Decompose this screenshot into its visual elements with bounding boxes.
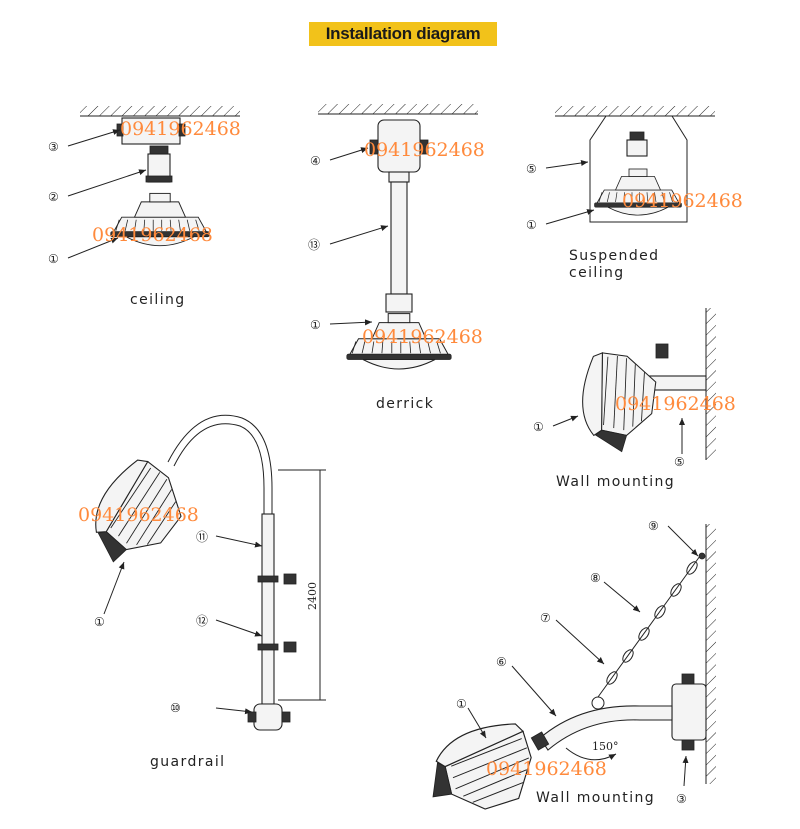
callout-5: ⑤ bbox=[674, 455, 685, 469]
callout-4: ④ bbox=[310, 154, 321, 168]
watermark: 0941962468 bbox=[615, 393, 736, 415]
callout-9: ⑨ bbox=[648, 519, 659, 533]
callout-1: ① bbox=[310, 318, 321, 332]
caption-wall-mounting-upper: Wall mounting bbox=[556, 474, 675, 490]
leader-lines bbox=[67, 129, 699, 787]
caption-ceiling: ceiling bbox=[130, 292, 186, 308]
guardrail-installation: 2400 bbox=[82, 414, 326, 731]
angle-dimension: 150° bbox=[592, 740, 619, 753]
callout-12: ⑫ bbox=[196, 614, 208, 628]
derrick-installation bbox=[318, 104, 478, 370]
watermark: 0941962468 bbox=[78, 504, 199, 526]
caption-derrick: derrick bbox=[376, 396, 434, 412]
captions: ceiling derrick Suspended ceiling Wall m… bbox=[130, 248, 675, 806]
height-dimension: 2400 bbox=[306, 582, 319, 610]
watermarks: 0941962468 0941962468 0941962468 0941962… bbox=[78, 118, 743, 780]
wall-mounting-upper bbox=[573, 308, 716, 460]
wall-mounting-lower: 150° bbox=[412, 524, 716, 829]
caption-suspended-line1: Suspended bbox=[569, 248, 659, 264]
caption-guardrail: guardrail bbox=[150, 754, 225, 770]
callout-1: ① bbox=[533, 420, 544, 434]
watermark: 0941962468 bbox=[120, 118, 241, 140]
watermark: 0941962468 bbox=[622, 190, 743, 212]
suspended-ceiling-installation bbox=[555, 106, 715, 223]
page-title: Installation diagram bbox=[309, 22, 497, 46]
callout-3: ③ bbox=[676, 792, 687, 806]
caption-suspended-line2: ceiling bbox=[569, 265, 625, 281]
callout-1: ① bbox=[456, 697, 467, 711]
watermark: 0941962468 bbox=[362, 326, 483, 348]
watermark: 0941962468 bbox=[364, 139, 485, 161]
callout-8: ⑧ bbox=[590, 571, 601, 585]
callout-13: ⑬ bbox=[308, 238, 320, 252]
caption-wall-mounting-lower: Wall mounting bbox=[536, 790, 655, 806]
callout-1: ① bbox=[94, 615, 105, 629]
callout-1: ① bbox=[526, 218, 537, 232]
watermark: 0941962468 bbox=[486, 758, 607, 780]
watermark: 0941962468 bbox=[92, 224, 213, 246]
callout-11: ⑪ bbox=[196, 530, 208, 544]
callout-7: ⑦ bbox=[540, 611, 551, 625]
callout-1: ① bbox=[48, 252, 59, 266]
callout-10: ⑩ bbox=[170, 701, 181, 715]
callout-2: ② bbox=[48, 190, 59, 204]
callout-6: ⑥ bbox=[496, 655, 507, 669]
ceiling-installation bbox=[80, 106, 240, 247]
callout-5: ⑤ bbox=[526, 162, 537, 176]
callout-numbers: ③ ② ① ④ ⑬ ① ⑤ ① ① ⑤ ⑪ ⑫ ⑩ ① ⑨ ⑧ ⑦ ⑥ ① ③ bbox=[48, 140, 687, 806]
callout-3: ③ bbox=[48, 140, 59, 154]
